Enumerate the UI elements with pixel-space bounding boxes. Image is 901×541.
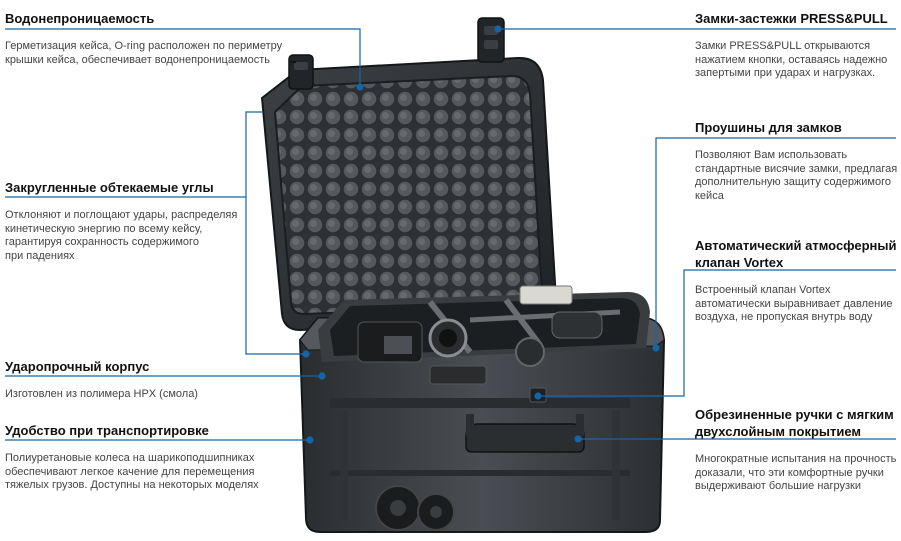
feature-desc-line: нажатием кнопки, оставаясь надежно	[695, 53, 888, 66]
feature-waterproof: Водонепроницаемость Герметизация кейса, …	[5, 10, 345, 67]
feature-desc-line: обеспечивают легкое качение для перемеще…	[5, 465, 255, 478]
feature-desc-line: Позволяют Вам использовать	[695, 149, 848, 161]
feature-desc-line: запертыми при ударах и нагрузках.	[695, 67, 876, 79]
feature-desc-line: кинетическую энергию по всему кейсу,	[5, 222, 203, 235]
feature-desc-line: Встроенный клапан Vortex	[695, 284, 831, 296]
feature-desc-line: Многократные испытания на прочность	[695, 453, 897, 465]
case-handle	[465, 387, 585, 453]
feature-desc-line: автоматически выравнивает давление	[695, 297, 893, 310]
feature-desc-line: крышки кейса, обеспечивает водонепроница…	[5, 53, 271, 66]
feature-valve: Автоматический атмосферный клапан Vortex…	[695, 237, 899, 325]
feature-desc-line: гарантируя сохранность содержимого	[5, 236, 199, 248]
feature-handles: Обрезиненные ручки с мягким двухслойным …	[695, 406, 899, 494]
feature-desc-line: дополнительную защиту содержимого	[695, 176, 892, 188]
feature-desc-line: воздуха, не пропуская внутрь воду	[695, 311, 873, 323]
feature-title: двухслойным покрытием	[695, 424, 862, 439]
feature-desc-line: Герметизация кейса, O-ring расположен по…	[5, 40, 283, 52]
feature-title: Ударопрочный корпус	[5, 359, 150, 374]
feature-latches: Замки-застежки PRESS&PULL Замки PRESS&PU…	[695, 10, 899, 81]
feature-desc-line: Отклоняют и поглощают удары, распределяя	[5, 209, 238, 221]
feature-title: Обрезиненные ручки с мягким	[695, 407, 894, 422]
feature-corners: Закругленные обтекаемые углы Отклоняют и…	[5, 179, 245, 263]
feature-desc-line: стандартные висячие замки, предлагая	[695, 162, 898, 175]
feature-desc-line: при падениях	[5, 249, 75, 262]
feature-title: Закругленные обтекаемые углы	[5, 180, 214, 195]
feature-title: Проушины для замков	[695, 120, 842, 135]
feature-lock-holes: Проушины для замков Позволяют Вам исполь…	[695, 119, 899, 203]
feature-body: Ударопрочный корпус Изготовлен из полиме…	[5, 358, 305, 402]
case-wheel	[375, 485, 455, 531]
feature-title: Удобство при транспортировке	[5, 423, 209, 438]
feature-title: Автоматический атмосферный	[695, 238, 897, 253]
feature-desc-line: кейса	[695, 189, 724, 202]
feature-title: клапан Vortex	[695, 255, 784, 270]
feature-desc-line: Полиуретановые колеса на шарикоподшипник…	[5, 452, 255, 464]
feature-desc-line: Замки PRESS&PULL открываются	[695, 40, 871, 52]
feature-title: Водонепроницаемость	[5, 11, 155, 26]
feature-desc-line: доказали, что эти комфортные ручки	[695, 466, 884, 479]
feature-title: Замки-застежки PRESS&PULL	[695, 11, 888, 26]
feature-desc-line: Изготовлен из полимера HPX (смола)	[5, 388, 198, 400]
feature-desc-line: выдерживают большие нагрузки	[695, 480, 862, 492]
case-lid	[260, 56, 558, 332]
latch-right	[477, 17, 505, 63]
feature-transport: Удобство при транспортировке Полиуретано…	[5, 422, 300, 493]
feature-desc-line: тяжелых грузов. Доступны на некоторых мо…	[5, 479, 259, 491]
